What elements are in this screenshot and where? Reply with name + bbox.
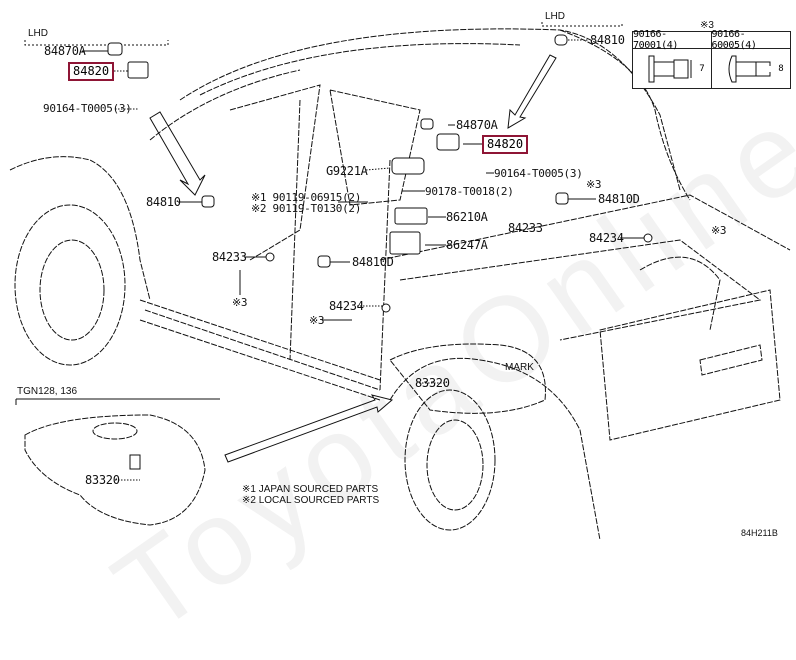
callout-86247A[interactable]: 86247A	[446, 238, 488, 252]
lhd-bracket-left	[24, 40, 169, 46]
callout-84234-right[interactable]: 84234	[589, 231, 624, 245]
callout-83320-main[interactable]: 83320	[415, 376, 450, 390]
part-84234-center	[381, 303, 391, 313]
bed-rail	[379, 194, 791, 261]
leader-G9221A	[365, 167, 391, 171]
callout-84810-left[interactable]: 84810	[146, 195, 181, 209]
rear-fender	[389, 357, 601, 541]
part-86247A	[389, 231, 421, 255]
rocker-panel-bottom	[139, 319, 381, 401]
drawing-code: 84H211B	[741, 528, 778, 538]
variant-label: TGN128, 136	[17, 386, 78, 397]
clip-table: 90166-70001(4) 90166-60005(4) 7 8	[632, 29, 791, 89]
clip-table-note: ※3	[700, 20, 714, 31]
callout-90164-left[interactable]: 90164-T0005(3)	[43, 102, 132, 115]
part-84233-left	[265, 252, 275, 262]
part-84810D-right	[555, 192, 569, 205]
callout-84233-center[interactable]: 84233	[508, 221, 543, 235]
side-window-rear	[329, 89, 421, 206]
tailgate	[599, 289, 781, 441]
callout-G9221A[interactable]: G9221A	[326, 164, 368, 178]
callout-83320-inset[interactable]: 83320	[85, 473, 120, 487]
front-wheel-inner	[39, 239, 105, 341]
part-84870A-left	[107, 42, 123, 56]
clip-dim-7: 7	[699, 63, 705, 74]
legend-local-sourced: ※2 LOCAL SOURCED PARTS	[242, 495, 380, 506]
legend-japan-sourced: ※1 JAPAN SOURCED PARTS	[242, 484, 379, 495]
part-G9221A	[391, 157, 425, 175]
windshield	[149, 69, 301, 141]
roof-inner	[199, 43, 521, 96]
tailgate-handle	[699, 344, 763, 376]
callout-84870A-left[interactable]: 84870A	[44, 44, 86, 58]
inset-fuel-tank	[24, 414, 206, 526]
mark-label: MARK	[505, 362, 534, 373]
side-window-front	[229, 84, 321, 261]
fuel-tank	[389, 343, 546, 414]
lhd-label-left: LHD	[28, 28, 49, 39]
bed-floor	[399, 239, 762, 341]
clip-table-header-1[interactable]: 90166-70001(4)	[633, 29, 712, 51]
lhd-label-right: LHD	[545, 11, 566, 22]
clip-70001-icon	[648, 55, 692, 82]
part-86210A	[394, 207, 428, 225]
part-84810-left	[201, 195, 215, 208]
note3-marker-b: ※3	[711, 224, 727, 237]
clip-table-cell-1: 7	[633, 49, 712, 88]
cab-roof-outline	[179, 28, 681, 191]
note3-marker-d: ※3	[309, 314, 325, 327]
callout-90178[interactable]: 90178-T0018(2)	[425, 185, 514, 198]
inset-tank-port	[92, 422, 138, 440]
clip-dim-8: 8	[778, 63, 784, 74]
rear-wheel-inner	[426, 419, 484, 511]
callout-90119-japan[interactable]: ※1 90119-06915(2)	[251, 191, 362, 204]
clip-table-cell-2: 8	[712, 49, 791, 88]
callout-84810D-center[interactable]: 84810D	[352, 255, 394, 269]
part-84820-left	[127, 61, 149, 79]
part-84234-right	[643, 233, 653, 243]
rear-wheel	[404, 389, 496, 531]
part-84810-top	[554, 34, 568, 46]
vehicle-line-art	[9, 22, 791, 541]
callout-84820-center-highlighted[interactable]: 84820	[482, 135, 529, 154]
callout-86210A[interactable]: 86210A	[446, 210, 488, 224]
clip-table-header-2[interactable]: 90166-60005(4)	[711, 29, 790, 51]
door-line	[289, 99, 301, 361]
note3-marker-a: ※3	[586, 178, 602, 191]
callout-84233-left[interactable]: 84233	[212, 250, 247, 264]
arrow-top	[507, 54, 557, 129]
callout-84234-center[interactable]: 84234	[329, 299, 364, 313]
callout-90164-center[interactable]: 90164-T0005(3)	[494, 167, 583, 180]
note3-marker-c: ※3	[232, 296, 248, 309]
part-84810D-center	[317, 255, 331, 268]
clip-60005-icon	[728, 55, 771, 82]
callout-90119-local[interactable]: ※2 90119-T0130(2)	[251, 202, 362, 215]
callout-84820-left-highlighted[interactable]: 84820	[68, 62, 115, 81]
part-84820-center	[436, 133, 460, 151]
rocker-panel-top	[139, 299, 381, 381]
wheel-well-box	[639, 256, 721, 331]
callout-84810D-right[interactable]: 84810D	[598, 192, 640, 206]
part-84870A-center	[420, 118, 434, 130]
part-83320-inset	[129, 454, 141, 470]
lhd-bracket-right	[541, 22, 623, 27]
front-wheel	[14, 204, 126, 366]
arrow-left	[149, 111, 206, 196]
rocker-panel-line	[144, 309, 381, 391]
cab-rear-pillar	[559, 29, 691, 201]
callout-84810-top[interactable]: 84810	[590, 33, 625, 47]
door-rear	[379, 159, 391, 391]
callout-84870A-center[interactable]: 84870A	[456, 118, 498, 132]
front-fender	[9, 156, 151, 301]
arrow-bottom	[224, 394, 394, 463]
